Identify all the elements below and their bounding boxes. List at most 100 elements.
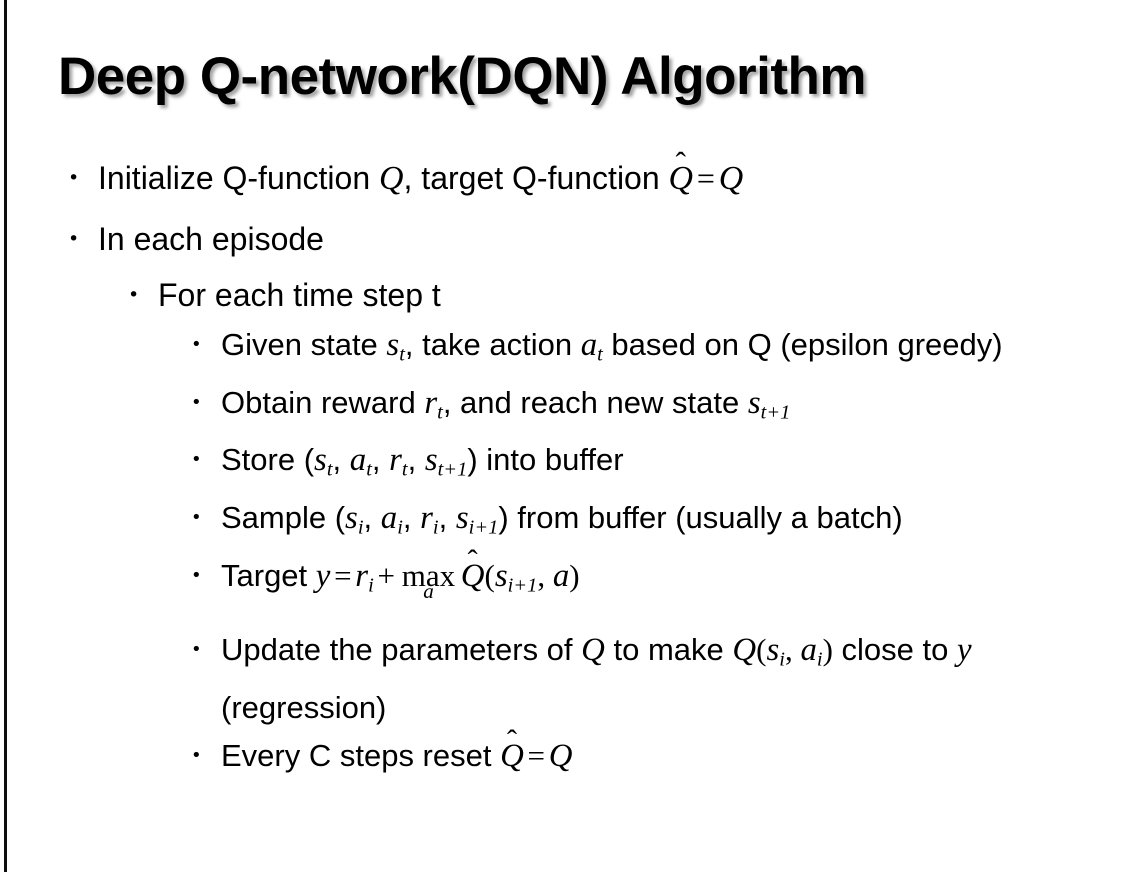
- bullet-dot-icon: •: [191, 334, 202, 355]
- math-var-a: a: [800, 631, 817, 668]
- math-var-q: Q: [548, 737, 573, 774]
- math-equals: =: [334, 557, 352, 593]
- math-var-qhat-base: Q: [500, 737, 524, 774]
- text-run: ,: [371, 442, 390, 478]
- math-plus: +: [377, 557, 395, 593]
- math-comma: ,: [537, 557, 553, 593]
- bullet-dot-icon: •: [191, 507, 202, 529]
- bullet-dot-icon: •: [191, 564, 202, 586]
- math-var-y: y: [315, 557, 331, 594]
- left-edge-rule: [4, 0, 7, 872]
- math-var-q2: Q: [718, 160, 744, 197]
- math-q-hat: ̂Q: [500, 737, 524, 774]
- text-run: based on Q (epsilon greedy): [602, 327, 1003, 362]
- list-item-text: Sample (si, ai, ri, si+1) from buffer (u…: [221, 494, 1100, 552]
- paren-close: ): [822, 631, 833, 667]
- page-title: Deep Q-network(DQN) Algorithm: [58, 47, 866, 106]
- math-var-q: Q: [379, 160, 404, 197]
- math-var-r: r: [389, 442, 402, 479]
- list-item-initialize: • Initialize Q-function Q, target Q-func…: [0, 148, 1124, 209]
- text-run: Every C steps reset: [221, 737, 501, 773]
- math-var-s: s: [494, 557, 508, 594]
- text-run: to make: [604, 631, 733, 667]
- bullet-dot-icon: •: [191, 744, 202, 766]
- math-comma: ,: [784, 631, 801, 667]
- list-item-text: Every C steps reset ̂Q=Q: [221, 732, 1100, 780]
- math-var-s: s: [747, 384, 761, 421]
- text-run: ,: [332, 442, 350, 478]
- math-var-q2: Q: [732, 631, 757, 668]
- math-subscript-t: t: [597, 343, 603, 366]
- text-run: Store (: [221, 442, 315, 478]
- list-item-target-equation: • Target y=ri+maxâQ(si+1, a): [0, 552, 1124, 626]
- paren-open: (: [484, 557, 495, 593]
- paren-close: ): [569, 557, 580, 593]
- math-var-qhat-base: Q: [668, 160, 694, 197]
- math-q-hat: ̂Q: [669, 162, 694, 196]
- math-subscript-t-plus-1: t+1: [437, 459, 468, 482]
- math-subscript-i: i: [397, 516, 403, 539]
- text-run: , and reach new state: [442, 384, 748, 420]
- text-run: close to: [832, 631, 957, 667]
- math-subscript-i: i: [357, 516, 364, 539]
- math-var-s: s: [386, 327, 400, 363]
- list-item-text: Store (st, at, rt, st+1) into buffer: [221, 436, 1100, 494]
- max-limit-a: a: [423, 579, 434, 604]
- math-var-s2: s: [455, 500, 469, 537]
- bullet-dot-icon: •: [191, 449, 202, 471]
- math-var-a: a: [380, 500, 398, 537]
- text-run: (regression): [221, 689, 387, 725]
- math-var-s: s: [766, 631, 780, 668]
- math-subscript-t: t: [437, 401, 443, 424]
- list-item-text: For each time step t: [158, 277, 441, 313]
- math-var-a: a: [580, 327, 598, 363]
- list-item-text: In each episode: [98, 221, 324, 257]
- list-item-text: Initialize Q-function Q, target Q-functi…: [98, 148, 1124, 209]
- math-var-r: r: [355, 557, 369, 594]
- text-run: Given state: [221, 327, 387, 362]
- math-subscript-t: t: [326, 459, 333, 482]
- math-var-s2: s: [424, 442, 438, 479]
- math-var-r: r: [420, 500, 433, 537]
- list-item-reset-target-network: • Every C steps reset ̂Q=Q: [0, 732, 1124, 794]
- list-item-update-parameters: • Update the parameters of Q to make Q(s…: [0, 626, 1124, 732]
- list-item-text: Obtain reward rt, and reach new state st…: [221, 379, 1100, 437]
- bullet-dot-icon: •: [191, 391, 202, 413]
- text-run: , target Q-function: [403, 160, 669, 196]
- math-var-s: s: [314, 442, 327, 479]
- math-var-y: y: [956, 631, 972, 668]
- paren-open: (: [756, 631, 767, 667]
- list-item-text: Target y=ri+maxâQ(si+1, a): [221, 552, 1100, 610]
- bullet-dot-icon: •: [128, 284, 140, 306]
- text-run: ) into buffer: [467, 442, 624, 478]
- list-item-in-each-episode: • In each episode: [0, 209, 1124, 269]
- math-equals: =: [527, 737, 546, 773]
- list-item-for-each-time-step: • For each time step t: [0, 269, 1124, 321]
- math-subscript-t: t: [366, 459, 372, 482]
- math-subscript-t: t: [399, 343, 405, 366]
- math-subscript-i: i: [368, 574, 374, 597]
- bullet-list: • Initialize Q-function Q, target Q-func…: [0, 148, 1124, 794]
- math-subscript-t-plus-1: t+1: [760, 401, 791, 424]
- math-var-q: Q: [581, 631, 605, 668]
- text-run: , take action: [404, 327, 581, 362]
- math-var-a: a: [552, 557, 570, 594]
- math-subscript-i: i: [779, 648, 785, 671]
- list-item-obtain-reward: • Obtain reward rt, and reach new state …: [0, 379, 1124, 437]
- math-var-s: s: [345, 500, 358, 537]
- math-equals: =: [696, 160, 715, 196]
- max-label: max: [401, 557, 456, 593]
- bullet-dot-icon: •: [191, 638, 202, 660]
- math-subscript-i-plus-1: i+1: [507, 574, 538, 597]
- text-run: Sample (: [221, 500, 346, 536]
- math-subscript-i-plus-1: i+1: [468, 516, 499, 539]
- math-subscript-t: t: [401, 459, 408, 482]
- math-var-r: r: [424, 384, 438, 421]
- list-item-given-state: • Given state st, take action at based o…: [0, 321, 1124, 379]
- list-item-text: Given state st, take action at based on …: [221, 321, 1100, 379]
- bullet-dot-icon: •: [68, 228, 80, 250]
- list-item-store-transition: • Store (st, at, rt, st+1) into buffer: [0, 436, 1124, 494]
- list-item-text: Update the parameters of Q to make Q(si,…: [221, 626, 1100, 732]
